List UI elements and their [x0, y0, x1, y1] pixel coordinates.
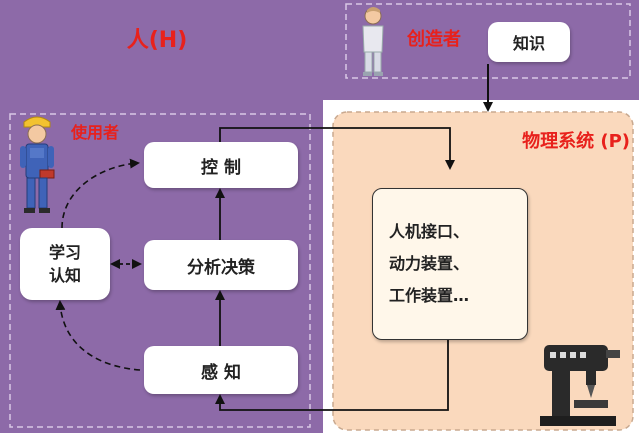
learning-line-1: 学习 — [48, 242, 81, 262]
control-node: 控 制 — [144, 142, 298, 188]
learning-line-2: 认知 — [48, 266, 81, 285]
user-title: 使用者 — [70, 123, 119, 142]
arrow-control-to-physical — [219, 127, 455, 170]
human-region-title: 人(H) — [126, 28, 188, 53]
component-work: 工作装置… — [389, 286, 470, 305]
arrow-learning-to-control — [61, 158, 140, 229]
arrow-physical-to-perception — [215, 340, 449, 411]
user-region — [9, 113, 311, 428]
perception-node: 感 知 — [144, 346, 298, 394]
worker-figure-icon — [20, 116, 55, 213]
knowledge-node: 知识 — [488, 22, 570, 62]
creator-figure-icon — [362, 7, 384, 76]
physical-system-title: 物理系统 (P) — [522, 131, 630, 152]
learning-node: 学习 认知 — [20, 228, 110, 300]
arrow-perception-to-learning — [55, 300, 141, 371]
component-power: 动力装置、 — [389, 254, 470, 273]
machine-tool-icon — [540, 345, 620, 426]
component-hmi: 人机接口、 — [389, 222, 470, 241]
analysis-node: 分析决策 — [144, 240, 298, 290]
components-node: 人机接口、 动力装置、 工作装置… — [372, 188, 528, 340]
creator-title: 创造者 — [407, 29, 461, 50]
